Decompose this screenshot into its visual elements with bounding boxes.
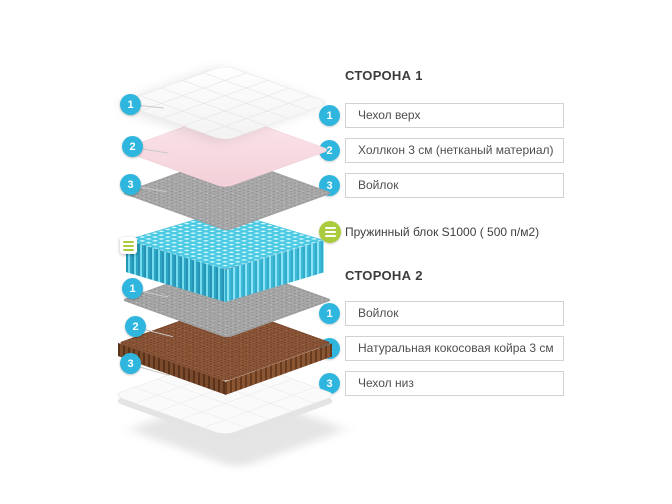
- marker-top-cover: 1: [120, 94, 141, 115]
- marker-coir: 2: [125, 316, 146, 337]
- item-number-badge: 1: [319, 303, 340, 324]
- spring-block-label: Пружинный блок S1000 ( 500 п/м2): [345, 225, 540, 239]
- item-label: Чехол верх: [345, 103, 564, 128]
- item-label: Войлок: [345, 301, 564, 326]
- item-label: Холлкон 3 см (нетканый материал): [345, 138, 564, 163]
- layer-top-cover: [118, 64, 332, 142]
- marker-bottom-cover: 3: [120, 353, 141, 374]
- spring-coil-icon: [319, 221, 341, 243]
- item-label: Чехол низ: [345, 371, 564, 396]
- item-number-badge: 3: [319, 373, 340, 394]
- spring-block-icon: [120, 237, 137, 254]
- side1-title: СТОРОНА 1: [345, 68, 423, 83]
- item-number-badge: 2: [319, 140, 340, 161]
- marker-hollcon: 2: [122, 136, 143, 157]
- item-label: Натуральная кокосовая койра 3 см: [345, 336, 564, 361]
- marker-felt-top: 3: [120, 174, 141, 195]
- marker-felt-bottom: 1: [122, 278, 143, 299]
- item-label: Войлок: [345, 173, 564, 198]
- item-number-badge: 1: [319, 105, 340, 126]
- side2-title: СТОРОНА 2: [345, 268, 423, 283]
